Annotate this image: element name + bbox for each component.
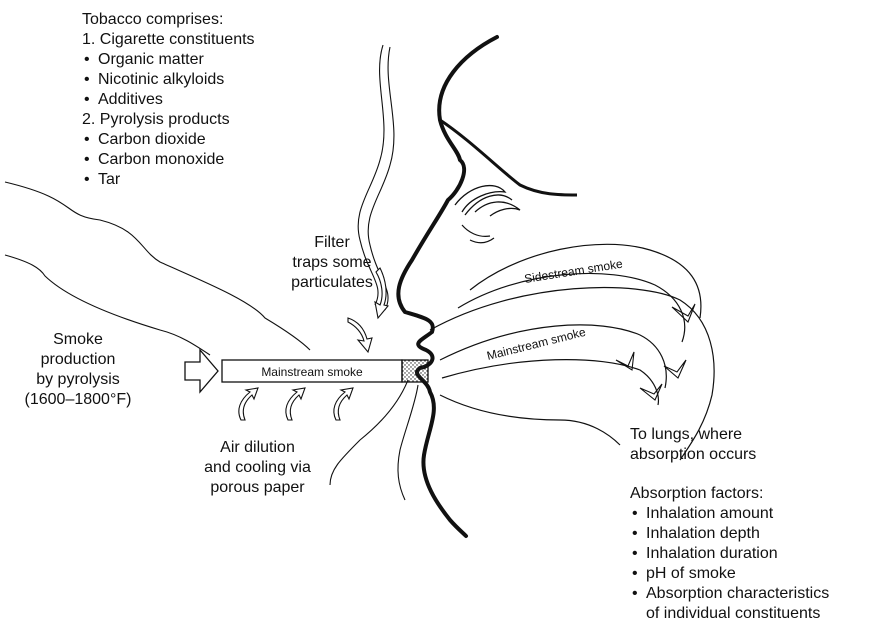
group-title: 2. Pyrolysis products bbox=[82, 110, 255, 130]
list-item: Inhalation duration bbox=[630, 544, 829, 564]
air-arrow-3 bbox=[334, 388, 353, 420]
list-item: Absorption characteristics bbox=[630, 584, 829, 604]
air-arrow-2 bbox=[286, 388, 305, 420]
list-item: Organic matter bbox=[82, 50, 255, 70]
list-item: Inhalation depth bbox=[630, 524, 829, 544]
absorption-factors: Absorption factors: Inhalation amount In… bbox=[630, 484, 829, 624]
sidestream-label: Sidestream smoke bbox=[523, 257, 624, 286]
smoke-production-arrow bbox=[185, 350, 218, 392]
list-item: Carbon monoxide bbox=[82, 150, 255, 170]
smoke-production-line: Smoke bbox=[4, 330, 152, 350]
list-item: pH of smoke bbox=[630, 564, 829, 584]
group-title: 1. Cigarette constituents bbox=[82, 30, 255, 50]
absorption-continuation: of individual constituents bbox=[630, 604, 829, 624]
filter-note-line: particulates bbox=[282, 273, 382, 293]
lungs-note-line: absorption occurs bbox=[630, 445, 756, 465]
tobacco-heading: Tobacco comprises: bbox=[82, 10, 255, 30]
filter-arrow-1 bbox=[348, 318, 372, 352]
nose-lines bbox=[462, 225, 494, 243]
list-item: Nicotinic alkyloids bbox=[82, 70, 255, 90]
mainstream-label: Mainstream smoke bbox=[485, 325, 587, 363]
filter-note-line: traps some bbox=[282, 253, 382, 273]
inner-lungs-arc bbox=[440, 395, 620, 445]
absorption-heading: Absorption factors: bbox=[630, 484, 829, 504]
flow-arrow-2 bbox=[664, 360, 686, 378]
filter-note: Filter traps some particulates bbox=[282, 233, 382, 293]
ambient-smoke-1 bbox=[5, 182, 310, 350]
air-dilution-line: porous paper bbox=[185, 478, 330, 498]
tobacco-composition: Tobacco comprises: 1. Cigarette constitu… bbox=[82, 10, 255, 190]
group-pyrolysis-products: 2. Pyrolysis products Carbon dioxide Car… bbox=[82, 110, 255, 190]
smoke-production-line: by pyrolysis bbox=[4, 370, 152, 390]
air-dilution-note: Air dilution and cooling via porous pape… bbox=[185, 438, 330, 498]
air-arrow-1 bbox=[239, 388, 258, 420]
list-item: Tar bbox=[82, 170, 255, 190]
lower-smoke-2 bbox=[398, 385, 418, 500]
group-cigarette-constituents: 1. Cigarette constituents Organic matter… bbox=[82, 30, 255, 110]
smoke-production-line: (1600–1800°F) bbox=[4, 390, 152, 410]
smoke-production-note: Smoke production by pyrolysis (1600–1800… bbox=[4, 330, 152, 410]
list-item: Additives bbox=[82, 90, 255, 110]
list-item: Carbon dioxide bbox=[82, 130, 255, 150]
air-dilution-line: and cooling via bbox=[185, 458, 330, 478]
lungs-note: To lungs, where absorption occurs bbox=[630, 425, 756, 465]
lungs-note-line: To lungs, where bbox=[630, 425, 756, 445]
list-item: Inhalation amount bbox=[630, 504, 829, 524]
sidestream-arc-1 bbox=[470, 244, 701, 318]
nostril-swirl bbox=[455, 186, 520, 216]
smoke-production-line: production bbox=[4, 350, 152, 370]
cigarette-filter bbox=[402, 360, 428, 382]
filter-note-line: Filter bbox=[282, 233, 382, 253]
air-dilution-line: Air dilution bbox=[185, 438, 330, 458]
face-profile bbox=[398, 37, 497, 536]
cigarette-label: Mainstream smoke bbox=[261, 365, 363, 379]
